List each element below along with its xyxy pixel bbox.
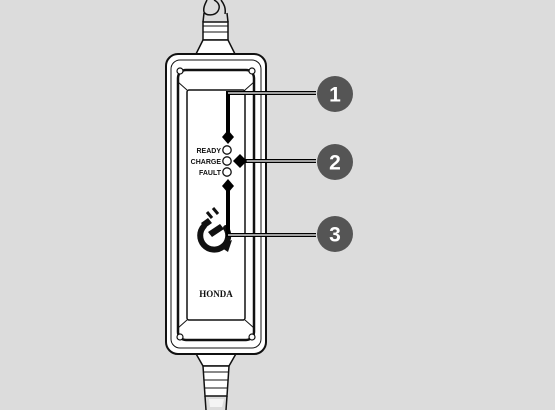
charger-body bbox=[165, 53, 267, 355]
callout-number-2: 2 bbox=[329, 152, 341, 175]
leader-markers bbox=[222, 130, 247, 193]
screw bbox=[176, 333, 184, 341]
callout-number-3: 3 bbox=[329, 224, 341, 247]
indicator-label-ready: READY bbox=[196, 148, 221, 155]
body-screws bbox=[176, 67, 256, 341]
diamond-marker bbox=[233, 154, 247, 168]
bottom-cable bbox=[193, 351, 239, 410]
top-cable bbox=[194, 0, 237, 55]
indicator-label-fault: FAULT bbox=[199, 170, 222, 177]
callout-badge-2: 2 bbox=[317, 144, 353, 180]
callout-number-1: 1 bbox=[329, 84, 341, 107]
screw bbox=[176, 67, 184, 75]
screw bbox=[248, 333, 256, 341]
callout-badge-3: 3 bbox=[317, 216, 353, 252]
screw bbox=[248, 67, 256, 75]
diamond-marker bbox=[222, 179, 234, 193]
fault-lamp bbox=[222, 167, 232, 177]
ready-lamp bbox=[222, 145, 232, 155]
charge-lamp bbox=[222, 156, 232, 166]
callout-badge-1: 1 bbox=[317, 76, 353, 112]
callout-leaders bbox=[226, 91, 316, 237]
indicator-panel: READY CHARGE FAULT bbox=[191, 145, 232, 177]
indicator-label-charge: CHARGE bbox=[191, 159, 222, 166]
brand-logo: HONDA bbox=[199, 289, 233, 299]
diamond-marker bbox=[222, 130, 234, 144]
